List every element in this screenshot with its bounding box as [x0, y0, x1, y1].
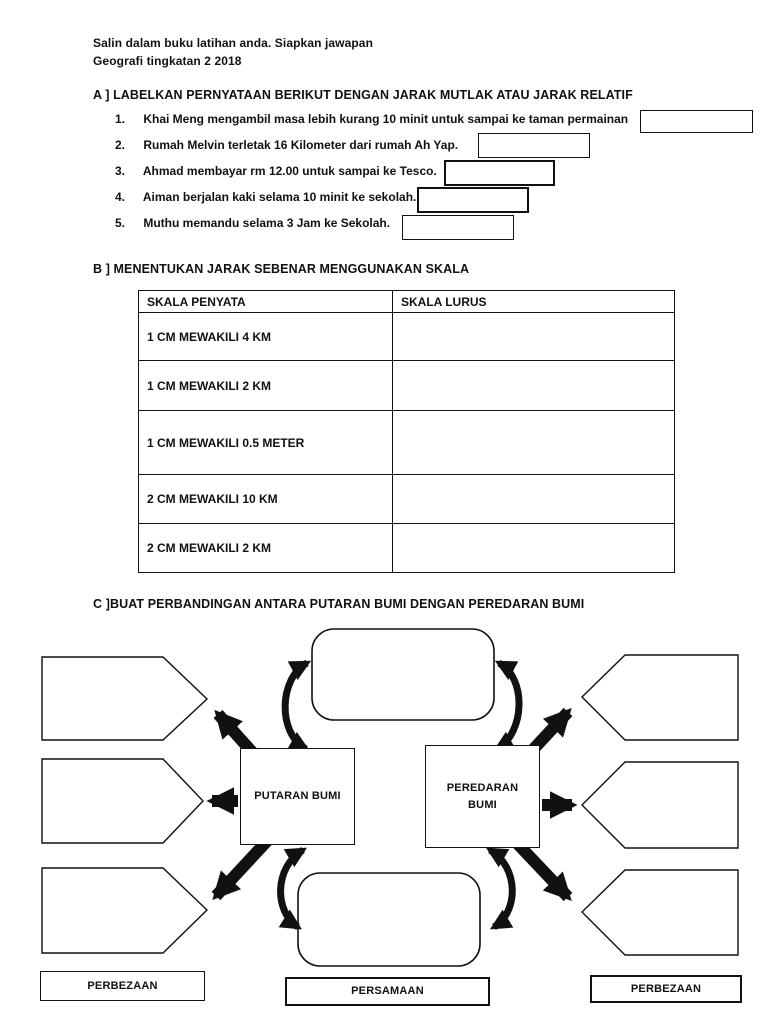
table-cell-skala-lurus-blank	[392, 474, 675, 524]
list-item: 2. Rumah Melvin terletak 16 Kilometer da…	[115, 138, 458, 152]
table-cell-skala-lurus-blank	[392, 410, 675, 475]
blank-tag-right-top	[581, 654, 739, 741]
thick-arrow-down-left-icon	[211, 835, 273, 901]
list-item: 5. Muthu memandu selama 3 Jam ke Sekolah…	[115, 216, 390, 230]
answer-box-4	[417, 187, 529, 213]
answer-box-2	[478, 133, 590, 158]
peredaran-bumi-label: PEREDARAN BUMI	[446, 782, 519, 811]
persamaan-label: PERSAMAAN	[351, 985, 424, 998]
blank-tag-right-middle	[581, 761, 739, 849]
perbezaan-left-label: PERBEZAAN	[87, 979, 158, 992]
persamaan-box: PERSAMAAN	[285, 977, 490, 1006]
table-cell-skala-lurus-blank	[392, 523, 675, 573]
table-cell-skala-penyata: 1 CM MEWAKILI 2 KM	[138, 360, 393, 411]
table-header-skala-lurus: SKALA LURUS	[392, 290, 675, 313]
list-item: 1. Khai Meng mengambil masa lebih kurang…	[115, 112, 628, 126]
list-item-text: Muthu memandu selama 3 Jam ke Sekolah.	[143, 216, 391, 230]
curved-arrow-bottom-left-icon	[277, 846, 308, 930]
list-item-text: Aiman berjalan kaki selama 10 minit ke s…	[142, 190, 417, 204]
table-cell-skala-penyata: 1 CM MEWAKILI 4 KM	[138, 312, 393, 361]
list-item-text: Rumah Melvin terletak 16 Kilometer dari …	[143, 138, 459, 152]
comparison-diagram	[41, 628, 739, 967]
table-cell-skala-penyata: 2 CM MEWAKILI 10 KM	[138, 474, 393, 524]
curved-arrow-top-right-icon	[492, 659, 523, 753]
section-c-heading: C ]BUAT PERBANDINGAN ANTARA PUTARAN BUMI…	[93, 597, 585, 611]
list-item-text: Khai Meng mengambil masa lebih kurang 10…	[143, 112, 629, 126]
section-b-heading: B ] MENENTUKAN JARAK SEBENAR MENGGUNAKAN…	[93, 262, 470, 276]
scale-table: SKALA PENYATA SKALA LURUS 1 CM MEWAKILI …	[138, 290, 675, 573]
table-cell-skala-lurus-blank	[392, 312, 675, 361]
answer-box-5	[402, 215, 514, 240]
thick-arrow-down-right-icon	[509, 835, 573, 902]
list-item-number: 1.	[115, 112, 126, 126]
list-item-number: 3.	[115, 164, 126, 178]
peredaran-bumi-box: PEREDARAN BUMI	[425, 745, 540, 848]
perbezaan-right-box: PERBEZAAN	[590, 975, 742, 1003]
list-item-number: 4.	[115, 190, 126, 204]
blank-rounded-box-top	[311, 628, 495, 721]
section-a-heading: A ] LABELKAN PERNYATAAN BERIKUT DENGAN J…	[93, 88, 633, 102]
curved-arrow-top-left-icon	[281, 659, 312, 753]
header-subject: Geografi tingkatan 2 2018	[93, 54, 242, 68]
list-item: 4. Aiman berjalan kaki selama 10 minit k…	[115, 190, 416, 204]
list-item-number: 5.	[115, 216, 126, 230]
blank-rounded-box-bottom	[297, 872, 481, 967]
answer-box-3	[444, 160, 555, 186]
list-item: 3. Ahmad membayar rm 12.00 untuk sampai …	[115, 164, 437, 178]
perbezaan-right-label: PERBEZAAN	[630, 982, 702, 995]
blank-tag-right-bottom	[581, 869, 739, 956]
list-item-number: 2.	[115, 138, 126, 152]
header-instruction: Salin dalam buku latihan anda. Siapkan j…	[93, 36, 374, 50]
table-cell-skala-penyata: 2 CM MEWAKILI 2 KM	[138, 523, 393, 573]
table-cell-skala-lurus-blank	[392, 360, 675, 411]
blank-tag-left-bottom	[41, 867, 209, 954]
curved-arrow-bottom-right-icon	[485, 846, 516, 930]
table-header-skala-penyata: SKALA PENYATA	[138, 290, 393, 313]
list-item-text: Ahmad membayar rm 12.00 untuk sampai ke …	[142, 164, 437, 178]
table-cell-skala-penyata: 1 CM MEWAKILI 0.5 METER	[138, 410, 393, 475]
perbezaan-left-box: PERBEZAAN	[40, 971, 205, 1001]
putaran-bumi-label: PUTARAN BUMI	[254, 790, 341, 803]
blank-tag-left-middle	[41, 758, 204, 844]
putaran-bumi-box: PUTARAN BUMI	[240, 748, 355, 845]
answer-box-1	[640, 110, 753, 133]
blank-tag-left-top	[41, 656, 209, 741]
